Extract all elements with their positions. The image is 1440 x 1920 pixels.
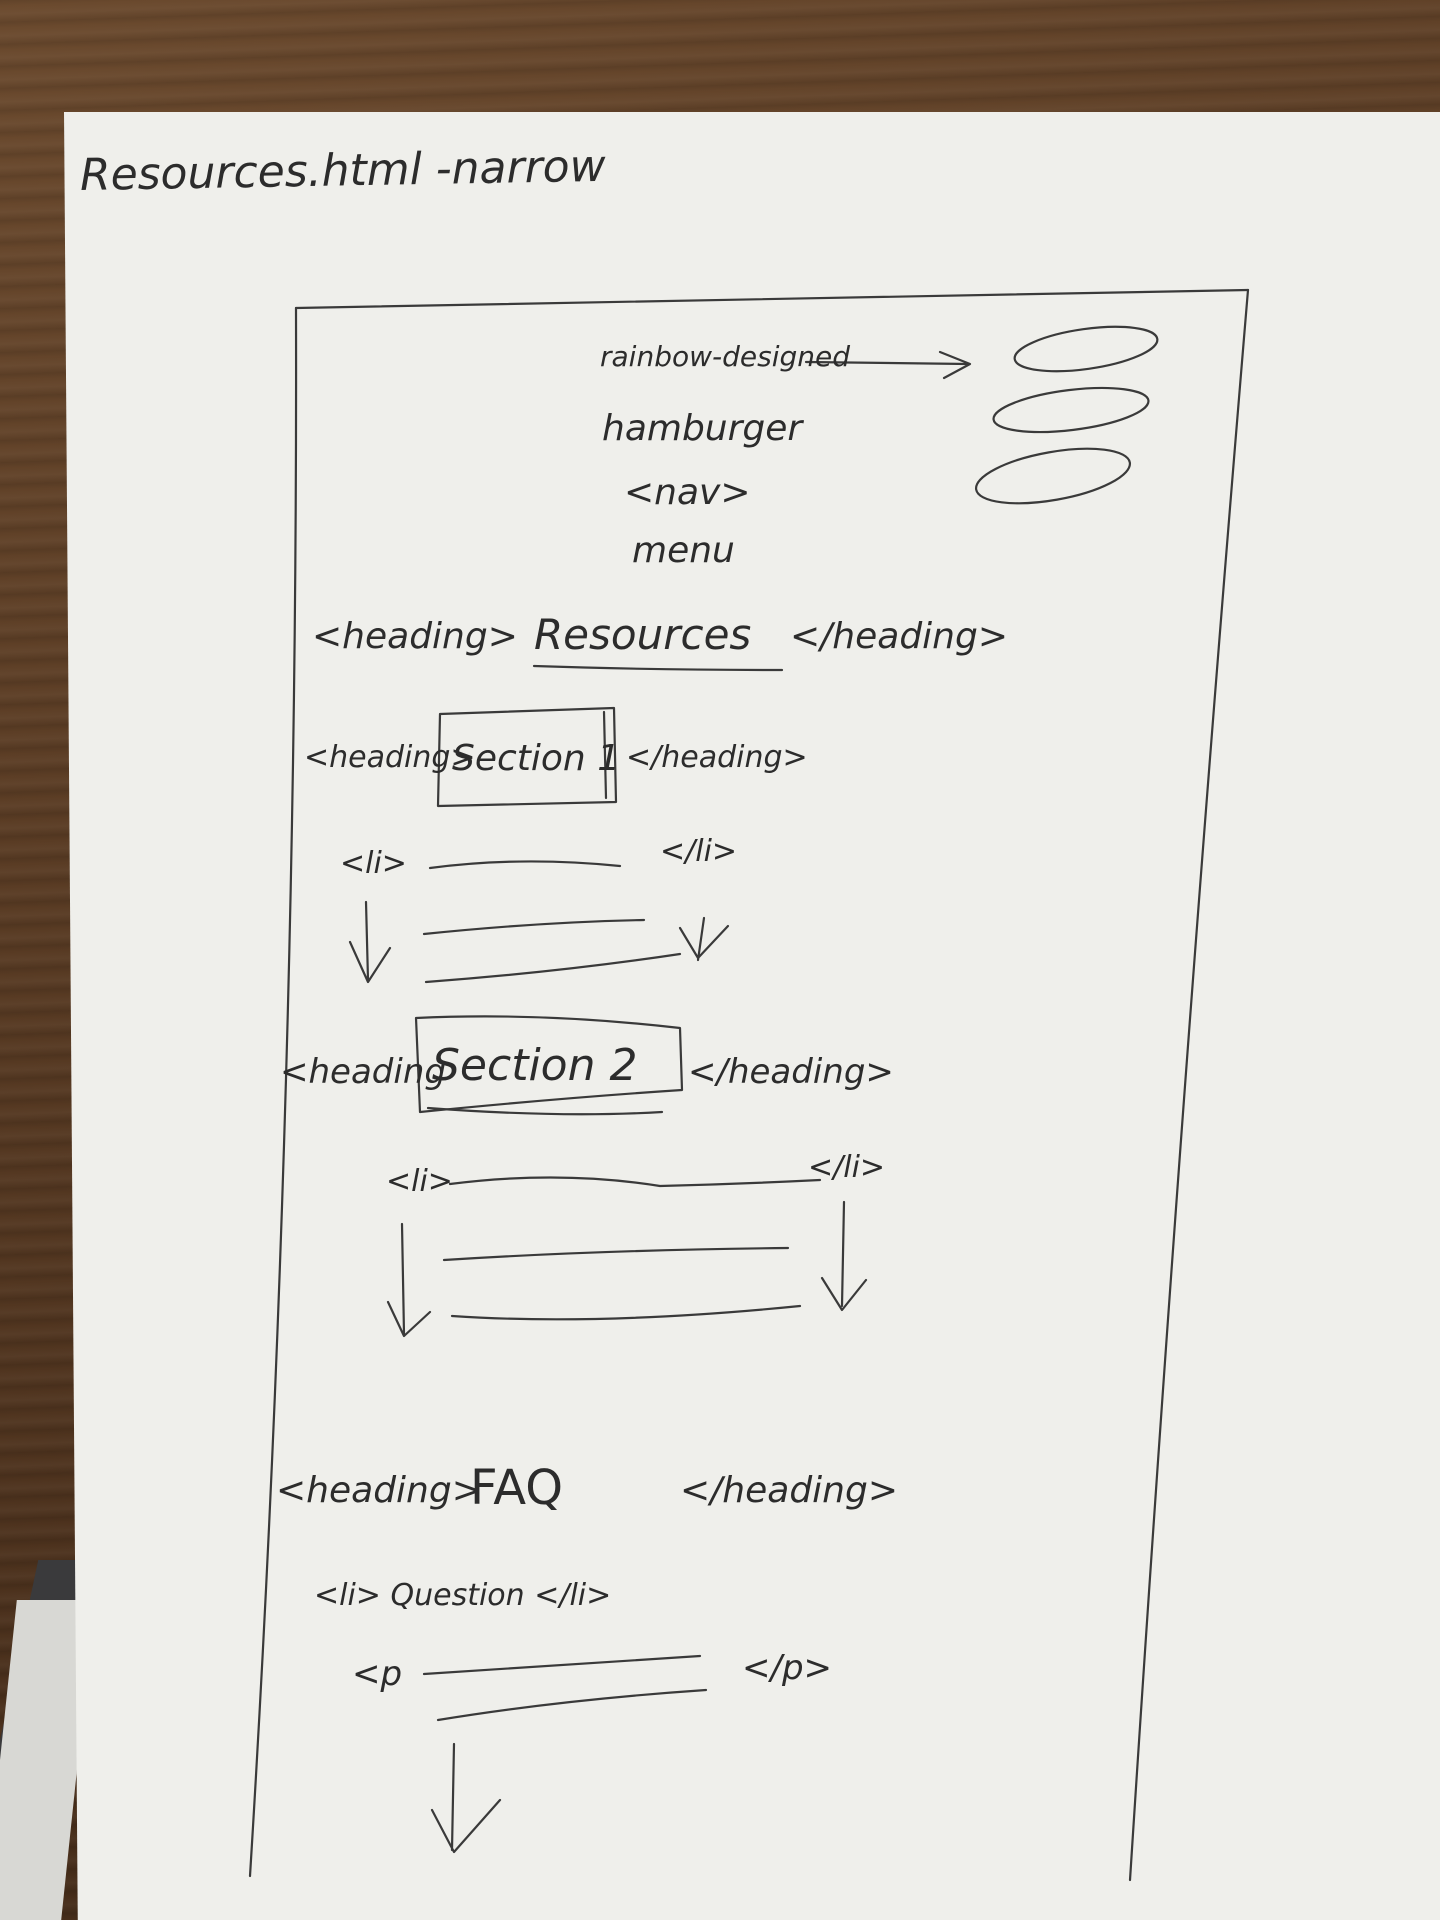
section-2-heading-open-tag: <heading: [280, 1052, 446, 1092]
section-2-box: [414, 1015, 684, 1114]
phone-frame-top-edge: [294, 288, 1250, 310]
section-2-list-line-3: [450, 1304, 802, 1321]
resources-heading-close-tag: </heading>: [790, 616, 1009, 657]
faq-question: <li> Question </li>: [314, 1578, 612, 1613]
faq-down-arrow-icon: [430, 1742, 502, 1854]
annotation-arrow-icon: [804, 350, 972, 380]
resources-heading: Resources: [534, 610, 752, 659]
section-1-box: [436, 706, 618, 808]
faq-paragraph-close: </p>: [742, 1648, 833, 1688]
section-1-heading-open-tag: <heading>: [304, 740, 476, 775]
section-2-li-open: <li>: [386, 1164, 453, 1199]
section-1-list-line-1: [428, 860, 622, 870]
resources-underline: [532, 664, 784, 672]
section-2-li-close: </li>: [808, 1150, 886, 1185]
paper-sheet: [64, 112, 1440, 1920]
faq-heading-close-tag: </heading>: [680, 1470, 899, 1511]
section-1-list-line-2: [422, 918, 646, 936]
hamburger-bar-3-icon: [974, 447, 1132, 505]
faq-heading: FAQ: [470, 1460, 563, 1516]
annotation-nav-tag: <nav>: [624, 472, 751, 513]
hamburger-bar-1-icon: [1013, 325, 1159, 373]
phone-frame-left-edge: [248, 306, 298, 1878]
section-1-li-close: </li>: [660, 834, 738, 869]
faq-paragraph-line-1: [422, 1654, 702, 1676]
annotation-rainbow-designed: rainbow-designed: [600, 340, 850, 373]
section-1-left-arrow-icon: [348, 900, 392, 984]
section-1-li-open: <li>: [340, 846, 407, 881]
section-2-left-arrow-icon: [386, 1222, 432, 1338]
section-1-list-line-3: [424, 952, 682, 984]
section-2-list-line-2: [442, 1246, 790, 1262]
page-title: Resources.html -narrow: [79, 140, 607, 201]
section-1-heading-close-tag: </heading>: [626, 740, 808, 775]
section-2-list-line-1: [448, 1176, 822, 1188]
section-2-heading: Section 2: [432, 1040, 638, 1091]
annotation-hamburger: hamburger: [602, 408, 803, 449]
section-1-heading: Section 1: [452, 738, 621, 779]
section-2-right-arrow-icon: [820, 1200, 868, 1312]
faq-paragraph-open: <p: [352, 1654, 403, 1694]
faq-heading-open-tag: <heading>: [276, 1470, 482, 1511]
section-1-right-arrow-icon: [678, 916, 730, 962]
phone-frame-right-edge: [1128, 288, 1250, 1882]
section-2-heading-close-tag: </heading>: [688, 1052, 894, 1092]
annotation-menu: menu: [632, 530, 735, 571]
hamburger-bar-2-icon: [992, 386, 1150, 434]
resources-heading-open-tag: <heading>: [312, 616, 518, 657]
faq-paragraph-line-2: [436, 1688, 708, 1722]
